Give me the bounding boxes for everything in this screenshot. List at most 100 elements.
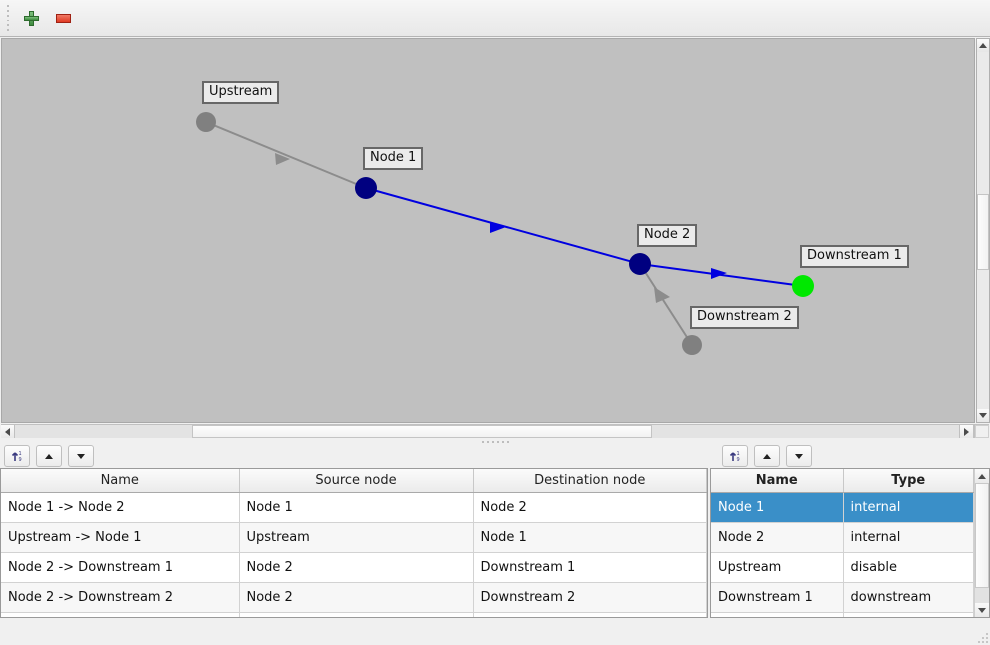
nodes-pane: 1 9 Name Type Node 1 interna xyxy=(710,444,990,618)
nodes-cell-empty xyxy=(843,612,974,617)
add-button[interactable] xyxy=(18,5,44,31)
edges-cell-name[interactable]: Upstream -> Node 1 xyxy=(1,522,240,553)
nodes-table: Name Type Node 1 internal Node 2 interna… xyxy=(711,469,974,617)
nodes-cell-type[interactable]: internal xyxy=(843,492,974,523)
edges-cell-destination[interactable]: Node 1 xyxy=(473,522,707,553)
status-bar xyxy=(0,622,990,645)
edges-cell-source[interactable]: Upstream xyxy=(239,522,474,553)
table-row[interactable]: Upstream -> Node 1 Upstream Node 1 xyxy=(1,522,707,553)
triangle-down-icon xyxy=(77,453,85,459)
sort-icon: 1 9 xyxy=(728,449,742,463)
triangle-up-icon xyxy=(45,453,53,459)
nodes-cell-name[interactable]: Node 1 xyxy=(711,492,844,523)
graph-edge-node1-node2[interactable] xyxy=(365,187,641,265)
edges-cell-source[interactable]: Node 2 xyxy=(239,582,474,613)
vscroll-thumb[interactable] xyxy=(977,194,989,270)
remove-button[interactable] xyxy=(50,5,76,31)
table-row[interactable]: Node 2 -> Downstream 1 Node 2 Downstream… xyxy=(1,552,707,583)
edges-cell-source[interactable]: Node 1 xyxy=(239,492,474,523)
graph-label-downstream1[interactable]: Downstream 1 xyxy=(800,245,909,268)
nodes-column-name[interactable]: Name xyxy=(711,469,844,493)
graph-label-downstream2[interactable]: Downstream 2 xyxy=(690,306,799,329)
edges-cell-destination[interactable]: Node 2 xyxy=(473,492,707,523)
nodes-table-scrollbar[interactable] xyxy=(974,469,989,617)
graph-edge-upstream-node1[interactable] xyxy=(205,121,367,189)
nodes-sort-button[interactable]: 1 9 xyxy=(722,445,748,467)
graph-label-upstream[interactable]: Upstream xyxy=(202,81,280,104)
vscroll-track-lower[interactable] xyxy=(977,270,989,409)
nodes-move-up-button[interactable] xyxy=(754,445,780,467)
graph-edge-node2-downstream1[interactable] xyxy=(639,263,804,287)
edges-cell-name[interactable]: Node 1 -> Node 2 xyxy=(1,492,240,523)
nodes-table-container[interactable]: Name Type Node 1 internal Node 2 interna… xyxy=(710,468,990,618)
table-row[interactable]: Downstream 1 downstream xyxy=(711,582,974,613)
hscroll-thumb[interactable] xyxy=(192,425,652,438)
nodes-scroll-thumb[interactable] xyxy=(975,483,989,588)
nodes-scroll-up-button[interactable] xyxy=(975,469,989,483)
horizontal-splitter[interactable] xyxy=(0,438,990,446)
table-row-empty xyxy=(711,612,974,617)
graph-node-node1[interactable] xyxy=(355,177,377,199)
graph-node-downstream1[interactable] xyxy=(792,275,814,297)
nodes-cell-empty xyxy=(711,612,844,617)
edges-column-name[interactable]: Name xyxy=(1,469,240,493)
chevron-up-icon xyxy=(979,43,987,48)
table-row[interactable]: Node 1 internal xyxy=(711,492,974,523)
graph-label-node2[interactable]: Node 2 xyxy=(637,224,698,247)
canvas-horizontal-scrollbar[interactable] xyxy=(1,424,989,439)
graph-svg xyxy=(196,112,814,355)
nodes-cell-type[interactable]: downstream xyxy=(843,582,974,613)
vscroll-track-upper[interactable] xyxy=(977,52,989,194)
chevron-up-icon xyxy=(978,473,986,479)
nodes-cell-name[interactable]: Node 2 xyxy=(711,522,844,553)
chevron-right-icon xyxy=(964,427,969,436)
graph-canvas-area: Upstream Node 1 Node 2 Downstream 1 Down… xyxy=(0,38,990,439)
toolbar-drag-grip[interactable] xyxy=(3,5,12,31)
graph-canvas[interactable]: Upstream Node 1 Node 2 Downstream 1 Down… xyxy=(1,38,975,423)
chevron-down-icon xyxy=(978,607,986,613)
svg-text:9: 9 xyxy=(737,457,740,463)
scroll-up-button[interactable] xyxy=(977,39,989,52)
graph-label-node1[interactable]: Node 1 xyxy=(363,147,424,170)
nodes-scroll-track[interactable] xyxy=(975,588,989,603)
nodes-scroll-down-button[interactable] xyxy=(975,603,989,617)
edges-move-up-button[interactable] xyxy=(36,445,62,467)
edges-cell-name[interactable]: Node 2 -> Downstream 2 xyxy=(1,582,240,613)
scroll-left-button[interactable] xyxy=(1,425,14,438)
nodes-cell-type[interactable]: internal xyxy=(843,522,974,553)
table-row[interactable]: Node 2 internal xyxy=(711,522,974,553)
edges-table-container[interactable]: Name Source node Destination node Node 1… xyxy=(0,468,708,618)
nodes-move-down-button[interactable] xyxy=(786,445,812,467)
window-resize-grip-icon[interactable] xyxy=(978,633,988,643)
graph-node-downstream2[interactable] xyxy=(682,335,702,355)
main-toolbar xyxy=(0,0,990,37)
plus-icon xyxy=(23,10,39,26)
graph-node-upstream[interactable] xyxy=(196,112,216,132)
edges-table: Name Source node Destination node Node 1… xyxy=(1,469,707,617)
table-row[interactable]: Upstream disable xyxy=(711,552,974,583)
edges-move-down-button[interactable] xyxy=(68,445,94,467)
table-row[interactable]: Node 2 -> Downstream 2 Node 2 Downstream… xyxy=(1,582,707,613)
edges-sort-button[interactable]: 1 9 xyxy=(4,445,30,467)
graph-node-node2[interactable] xyxy=(629,253,651,275)
nodes-column-type[interactable]: Type xyxy=(843,469,974,493)
sort-icon: 1 9 xyxy=(10,449,24,463)
canvas-vertical-scrollbar[interactable] xyxy=(976,38,990,423)
scroll-down-button[interactable] xyxy=(977,409,989,422)
triangle-down-icon xyxy=(795,453,803,459)
edges-cell-source[interactable]: Node 2 xyxy=(239,552,474,583)
edges-column-source[interactable]: Source node xyxy=(239,469,474,493)
edges-column-destination[interactable]: Destination node xyxy=(473,469,707,493)
nodes-cell-type[interactable]: disable xyxy=(843,552,974,583)
edges-pane-toolbar: 1 9 xyxy=(0,444,708,468)
edges-cell-destination[interactable]: Downstream 1 xyxy=(473,552,707,583)
edges-cell-destination[interactable]: Downstream 2 xyxy=(473,582,707,613)
graph-edge-node2-downstream2[interactable] xyxy=(639,263,693,346)
nodes-cell-name[interactable]: Downstream 1 xyxy=(711,582,844,613)
scroll-right-button[interactable] xyxy=(960,425,973,438)
nodes-pane-toolbar: 1 9 xyxy=(710,444,990,468)
edges-cell-name[interactable]: Node 2 -> Downstream 1 xyxy=(1,552,240,583)
nodes-cell-name[interactable]: Upstream xyxy=(711,552,844,583)
table-row[interactable]: Node 1 -> Node 2 Node 1 Node 2 xyxy=(1,492,707,523)
chevron-down-icon xyxy=(979,413,987,418)
